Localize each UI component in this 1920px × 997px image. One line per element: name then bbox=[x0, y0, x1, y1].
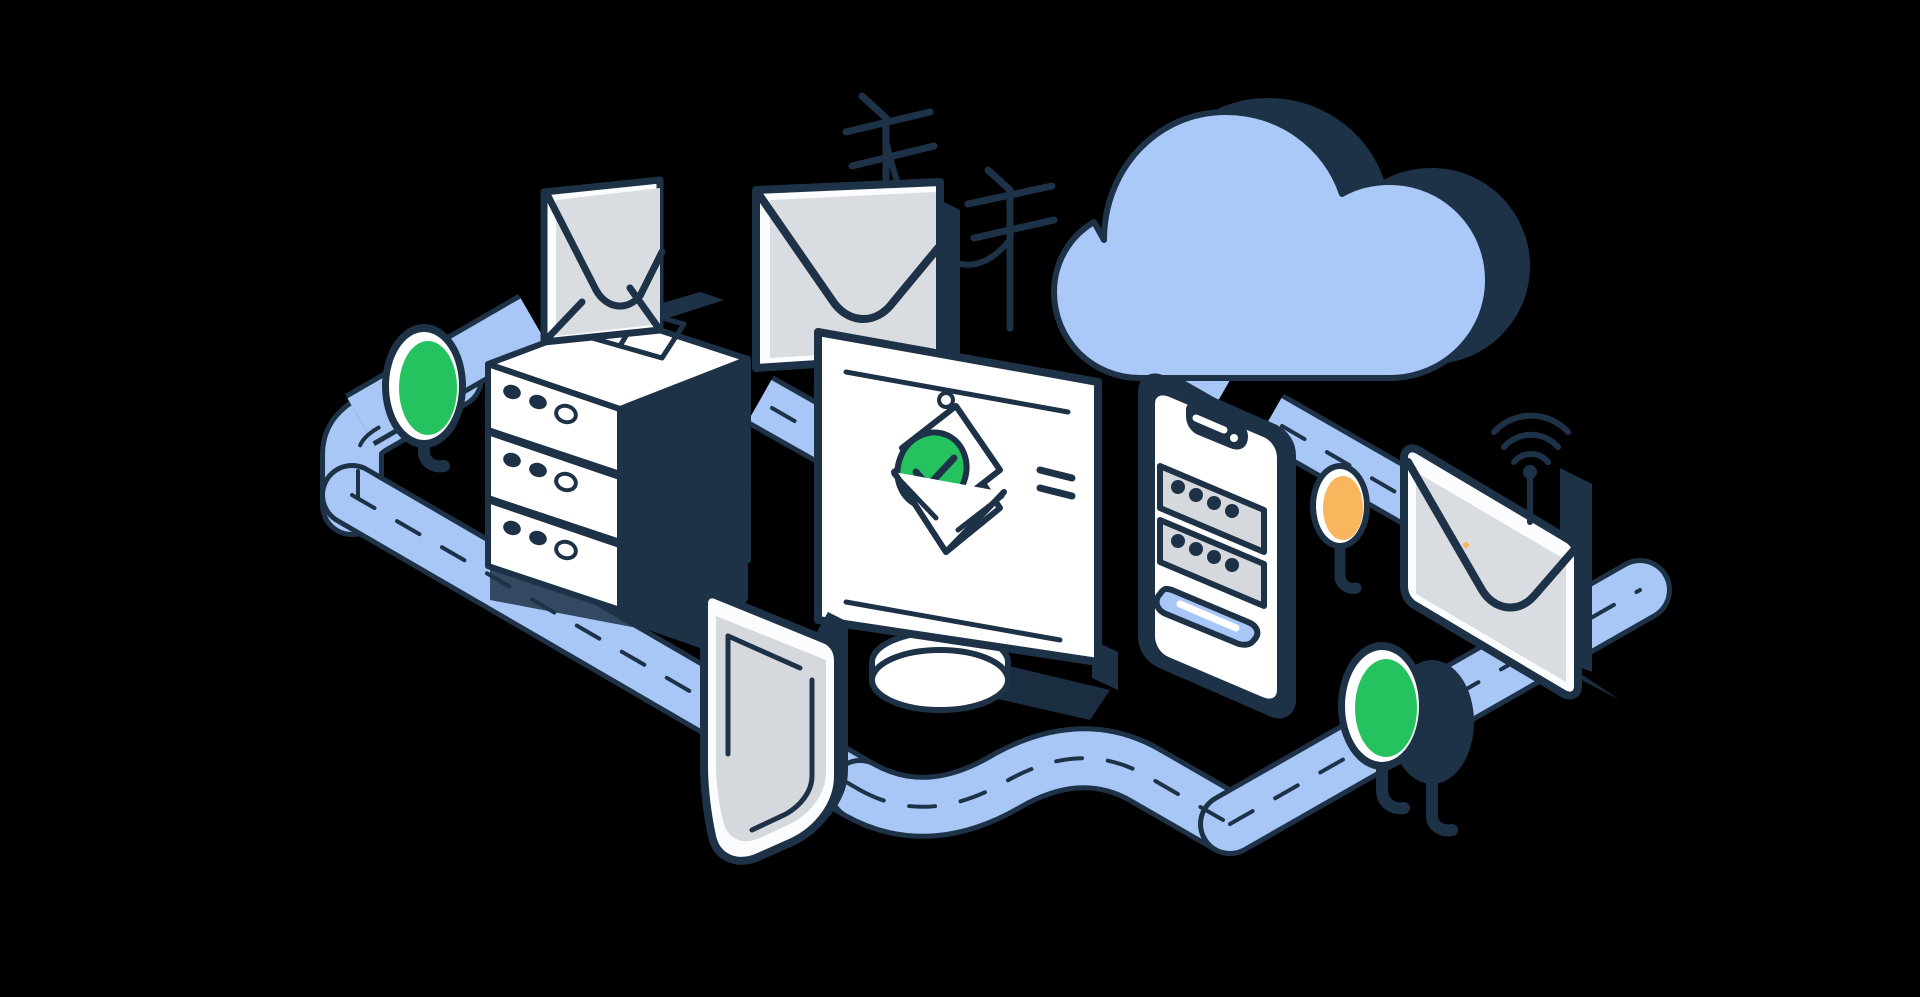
security-shield bbox=[700, 590, 848, 865]
envelope-center-large bbox=[752, 178, 960, 372]
password-field[interactable] bbox=[1157, 517, 1267, 609]
sign-in-button[interactable] bbox=[1153, 585, 1261, 648]
wifi-icon bbox=[1491, 412, 1571, 525]
mobile-phone bbox=[1138, 373, 1296, 719]
route-pin-mid bbox=[1310, 463, 1370, 594]
envelope-wifi bbox=[1400, 412, 1620, 700]
username-field[interactable] bbox=[1157, 463, 1267, 555]
server-unit bbox=[485, 313, 751, 477]
screen-envelope-delivered bbox=[891, 403, 1007, 555]
desktop-monitor bbox=[814, 328, 1118, 720]
route-pin-start bbox=[382, 324, 466, 473]
envelope-into-server bbox=[540, 176, 666, 346]
cloud-storage bbox=[1051, 98, 1530, 381]
route-pin-end bbox=[1338, 642, 1474, 837]
phone-login-form bbox=[1153, 463, 1267, 648]
